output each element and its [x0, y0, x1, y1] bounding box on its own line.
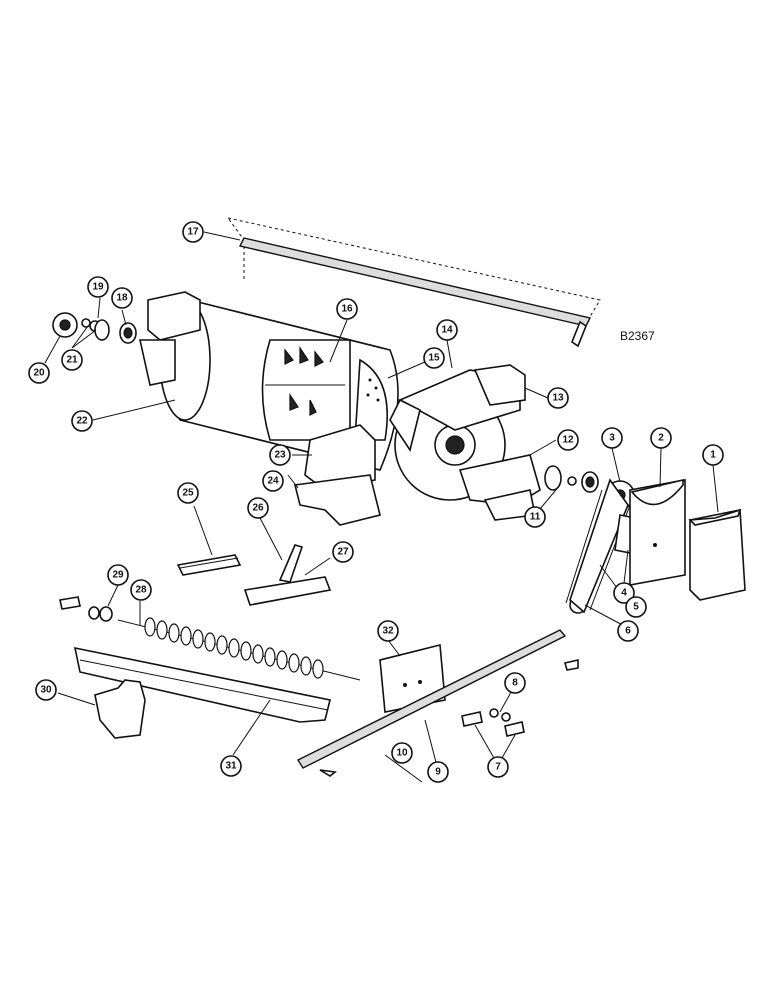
drive-shield: [688, 508, 746, 601]
svg-text:4: 4: [621, 588, 627, 599]
callout-6: 6: [617, 620, 639, 642]
svg-text:23: 23: [274, 450, 286, 461]
long-bar: [296, 629, 567, 777]
svg-text:16: 16: [341, 304, 353, 315]
svg-text:20: 20: [33, 368, 45, 379]
svg-text:25: 25: [182, 488, 194, 499]
auger-shaft: [59, 596, 361, 681]
callout-22: 22: [71, 410, 93, 432]
callout-11: 11: [524, 506, 546, 528]
svg-text:24: 24: [267, 476, 279, 487]
auger-trough: [73, 646, 331, 723]
svg-text:15: 15: [428, 353, 440, 364]
svg-text:31: 31: [225, 761, 237, 772]
callout-21: 21: [61, 349, 83, 371]
svg-text:8: 8: [512, 678, 518, 689]
callout-15: 15: [423, 347, 445, 369]
callout-8: 8: [504, 672, 526, 694]
callout-7: 7: [487, 756, 509, 778]
callout-4: 4: [613, 582, 635, 604]
svg-text:3: 3: [609, 433, 615, 444]
callout-25: 25: [177, 482, 199, 504]
cylinder-cutaway-fingers: [261, 339, 351, 441]
chain-drive: [565, 478, 646, 614]
svg-text:32: 32: [382, 626, 394, 637]
svg-text:26: 26: [252, 503, 264, 514]
fan-outlet-chute: [458, 454, 541, 521]
svg-text:10: 10: [396, 748, 408, 759]
top-angle-bar: [226, 217, 601, 348]
callout-3: 3: [601, 427, 623, 449]
callout-17: 17: [182, 221, 204, 243]
callout-32: 32: [377, 620, 399, 642]
discharge-spout: [94, 679, 146, 739]
svg-text:18: 18: [116, 293, 128, 304]
svg-text:9: 9: [435, 767, 441, 778]
callout-14: 14: [436, 319, 458, 341]
svg-text:27: 27: [337, 547, 349, 558]
svg-text:12: 12: [562, 435, 574, 446]
svg-text:19: 19: [92, 282, 104, 293]
callout-27: 27: [332, 541, 354, 563]
svg-text:5: 5: [633, 602, 639, 613]
svg-text:11: 11: [530, 512, 541, 523]
callout-10: 10: [391, 742, 413, 764]
svg-text:21: 21: [66, 355, 78, 366]
svg-text:29: 29: [112, 570, 124, 581]
callout-2: 2: [650, 427, 672, 449]
cylinder-outlet-chute: [294, 424, 381, 526]
fasteners-7-8: [461, 658, 579, 737]
svg-text:1: 1: [710, 450, 716, 461]
callout-1: 1: [702, 444, 724, 466]
svg-text:30: 30: [40, 685, 52, 696]
svg-text:13: 13: [552, 393, 564, 404]
callout-23: 23: [269, 444, 291, 466]
svg-text:14: 14: [441, 325, 453, 336]
perforated-screen: [354, 358, 388, 441]
callout-5: 5: [625, 596, 647, 618]
svg-text:6: 6: [625, 626, 631, 637]
leader-lines: [44, 231, 719, 783]
callout-18: 18: [111, 287, 133, 309]
svg-text:7: 7: [495, 762, 501, 773]
callout-13: 13: [547, 387, 569, 409]
callout-26: 26: [247, 497, 269, 519]
right-shaft-bearings: [544, 465, 599, 493]
callout-29: 29: [107, 564, 129, 586]
left-shaft-hardware: [52, 312, 137, 344]
callout-16: 16: [336, 298, 358, 320]
callout-9: 9: [427, 761, 449, 783]
callout-30: 30: [35, 679, 57, 701]
callout-28: 28: [130, 579, 152, 601]
plate-25: [176, 554, 242, 576]
callout-31: 31: [220, 755, 242, 777]
svg-text:22: 22: [76, 416, 88, 427]
callout-12: 12: [557, 429, 579, 451]
callout-19: 19: [87, 276, 109, 298]
plate-with-bracket: [243, 544, 332, 606]
drawing-reference: B2367: [620, 329, 655, 343]
callout-24: 24: [262, 470, 284, 492]
callout-20: 20: [28, 362, 50, 384]
svg-text:17: 17: [187, 227, 199, 238]
drive-bracket: [629, 478, 686, 586]
svg-text:2: 2: [658, 433, 664, 444]
svg-text:28: 28: [135, 585, 147, 596]
